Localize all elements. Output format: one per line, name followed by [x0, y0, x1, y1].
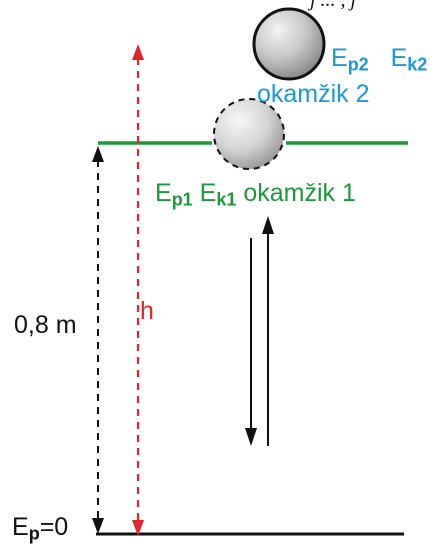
motion-up-arrowhead — [262, 216, 274, 234]
ball-moment2 — [252, 7, 326, 81]
height-lift-arrowhead-top — [92, 146, 104, 162]
height-total-arrowhead-top — [132, 44, 144, 60]
moment2-name: okamžik 2 — [257, 80, 370, 108]
moment1-name: okamžik 1 — [243, 179, 356, 207]
caption-fragment: j ... , j — [310, 0, 357, 11]
height-lift-label: 0,8 m — [14, 311, 77, 339]
height-total-arrowhead-bottom — [132, 520, 144, 536]
moment2-ek-label: Ek2 — [390, 44, 428, 75]
moment2-energy-labels: Ep2 Ek2 — [331, 46, 427, 74]
motion-down-arrowhead — [245, 428, 257, 446]
ground-energy-label: Ep=0 — [12, 513, 69, 544]
ball-moment1 — [213, 98, 285, 170]
moment1-labels: Ep1 Ek1 okamžik 1 — [155, 181, 356, 209]
height-lift-arrowhead-bottom — [92, 518, 104, 534]
moment1-ep-label: Ep1 — [155, 179, 193, 210]
height-total-label: h — [140, 297, 154, 325]
moment2-ep-label: Ep2 — [331, 44, 369, 75]
moment1-ek-label: Ek1 — [199, 179, 237, 210]
